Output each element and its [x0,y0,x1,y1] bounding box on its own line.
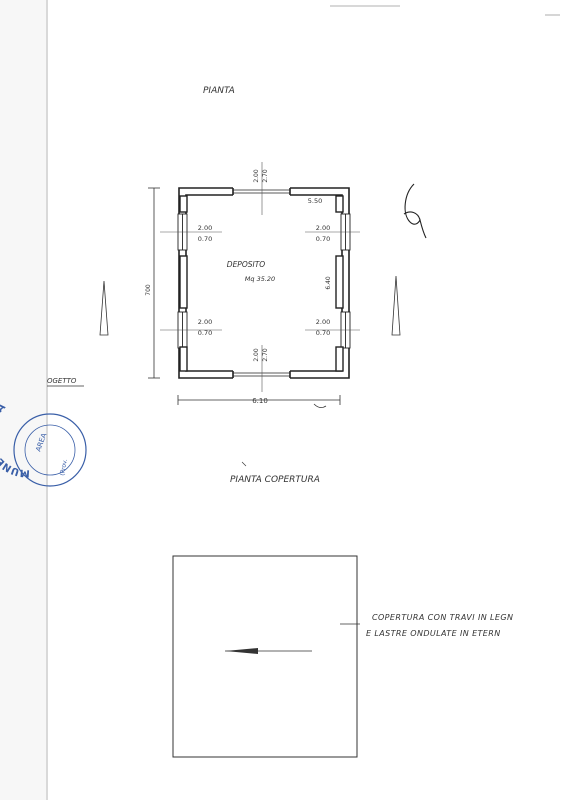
svg-text:2.00: 2.00 [253,169,260,183]
dim-inner-right-top: 5.50 [308,197,322,205]
svg-text:2.70: 2.70 [262,348,269,362]
stamp-side-text: (Prov. [59,458,69,476]
opening-label-top: 2.00 2.70 [253,169,269,183]
plan-title: PIANTA [203,86,235,96]
room-name: DEPOSITO [227,260,265,269]
opening-left-upper-top: 2.00 [198,224,212,232]
roof-slope-arrow-icon [225,648,258,654]
opening-right-lower-bottom: 0.70 [316,329,330,337]
opening-right-upper-bottom: 0.70 [316,235,330,243]
wall-pilasters [179,195,344,372]
roof-title-tick [241,461,247,467]
opening-left-lower-bottom: 0.70 [198,329,212,337]
opening-left-upper-bottom: 0.70 [198,235,212,243]
roof-note-line-2: E LASTRE ONDULATE IN ETERN [366,629,501,638]
roof-title: PIANTA COPERTURA [230,475,320,485]
roof-outline [172,555,358,758]
opening-right-lower-top: 2.00 [316,318,330,326]
svg-text:2.70: 2.70 [262,169,269,183]
roof-note-line-1: COPERTURA CON TRAVI IN LEGN [372,613,513,622]
opening-axes [160,162,360,392]
svg-text:2.00: 2.00 [253,348,260,362]
margin-label: OGETTO [47,377,77,385]
dim-bottom-label: 6.10 [252,397,268,405]
section-mark-right [391,275,401,336]
opening-right-upper-top: 2.00 [316,224,330,232]
section-mark-left [99,280,109,336]
dim-inner-right-mid: 6.40 [325,276,332,290]
room-area: Mq 35.20 [245,275,275,283]
dim-left-label: 700 [145,284,152,296]
dim-bottom-hook [313,403,327,408]
opening-left-lower-top: 2.00 [198,318,212,326]
doors [233,189,290,377]
opening-label-bottom: 2.00 2.70 [253,348,269,362]
binding-shadow [0,0,48,800]
north-arrow-icon [403,183,427,239]
